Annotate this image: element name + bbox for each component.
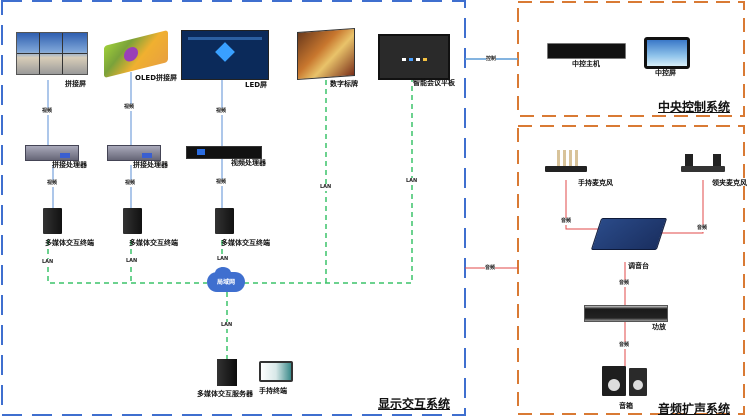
smart-panel-label: 智能会议平板 (413, 79, 455, 87)
speaker-left-icon (602, 366, 626, 396)
terminal-1-label: 多媒体交互终端 (45, 239, 94, 247)
digital-signage-image (297, 27, 355, 81)
lan-label-2: LAN (126, 258, 138, 265)
handheld-mic-label: 手持麦克风 (578, 179, 613, 187)
lan-cloud-label: 局域网 (216, 279, 235, 286)
video-processor-label: 视频处理器 (231, 159, 266, 167)
oled-screen-label: OLED拼接屏 (135, 74, 178, 82)
audio-label-mic2: 音频 (697, 225, 708, 232)
server-icon (217, 359, 237, 386)
audio-system-title: 音频扩声系统 (658, 402, 731, 416)
mixer-label: 调音台 (628, 262, 649, 270)
control-screen-icon (644, 37, 690, 69)
speaker-right-icon (629, 368, 647, 396)
server-label: 多媒体交互服务器 (197, 390, 253, 398)
video-label-1: 视频 (42, 108, 53, 115)
audio-label-mic1: 音频 (561, 218, 572, 225)
amplifier-icon (584, 305, 668, 322)
lan-label-server: LAN (221, 322, 233, 329)
audio-link-lapel-mic (660, 180, 704, 234)
video-label-4: 视频 (47, 180, 58, 187)
splice-screen-label: 拼接屏 (65, 80, 86, 88)
lan-label-1: LAN (42, 259, 54, 266)
control-host-icon (547, 43, 626, 59)
speaker-label: 音箱 (619, 402, 633, 410)
audio-label-amp-speaker: 音频 (619, 342, 630, 349)
splice-processor-2-image (107, 145, 161, 161)
display-system-title: 显示交互系统 (378, 397, 451, 411)
video-processor-image (186, 146, 262, 159)
lapel-mic-icon (681, 150, 725, 172)
led-screen-image (181, 30, 269, 80)
splice-processor-1-label: 拼接处理器 (52, 161, 87, 169)
lan-link-1 (47, 240, 207, 284)
lan-cloud-icon: 局域网 (207, 267, 245, 292)
terminal-1-icon (43, 208, 62, 234)
audio-link-handheld-mic (565, 180, 600, 230)
control-screen-label: 中控屏 (655, 69, 676, 77)
mixer-icon (590, 218, 668, 250)
handheld-terminal-label: 手持终端 (259, 387, 287, 395)
video-label-5: 视频 (125, 180, 136, 187)
video-label-2: 视频 (124, 104, 135, 111)
lan-link-panel (244, 75, 413, 284)
control-system-title: 中央控制系统 (658, 100, 731, 114)
lan-label-3: LAN (217, 256, 229, 263)
terminal-3-label: 多媒体交互终端 (221, 239, 270, 247)
audio-system-border (517, 125, 745, 415)
led-screen-label: LED屏 (245, 81, 268, 89)
splice-processor-2-label: 拼接处理器 (133, 161, 168, 169)
terminal-3-icon (215, 208, 234, 234)
audio-link-label-main: 音频 (485, 265, 496, 272)
terminal-2-label: 多媒体交互终端 (129, 239, 178, 247)
handheld-mic-icon (545, 150, 587, 172)
splice-screen-image (16, 32, 88, 75)
amplifier-label: 功放 (652, 323, 666, 331)
audio-label-mixer-amp: 音频 (619, 280, 630, 287)
splice-processor-1-image (25, 145, 79, 161)
control-link-label: 控制 (486, 56, 497, 63)
terminal-2-icon (123, 208, 142, 234)
smart-panel-image (378, 34, 450, 80)
digital-signage-label: 数字标牌 (330, 80, 358, 88)
video-label-3: 视频 (216, 108, 227, 115)
video-label-6: 视频 (216, 179, 227, 186)
lan-label-panel: LAN (406, 178, 418, 185)
lan-label-signage: LAN (320, 184, 332, 191)
lapel-mic-label: 领夹麦克风 (712, 179, 747, 187)
handheld-terminal-icon (259, 361, 293, 382)
display-system-border (1, 0, 466, 416)
control-host-label: 中控主机 (572, 60, 600, 68)
